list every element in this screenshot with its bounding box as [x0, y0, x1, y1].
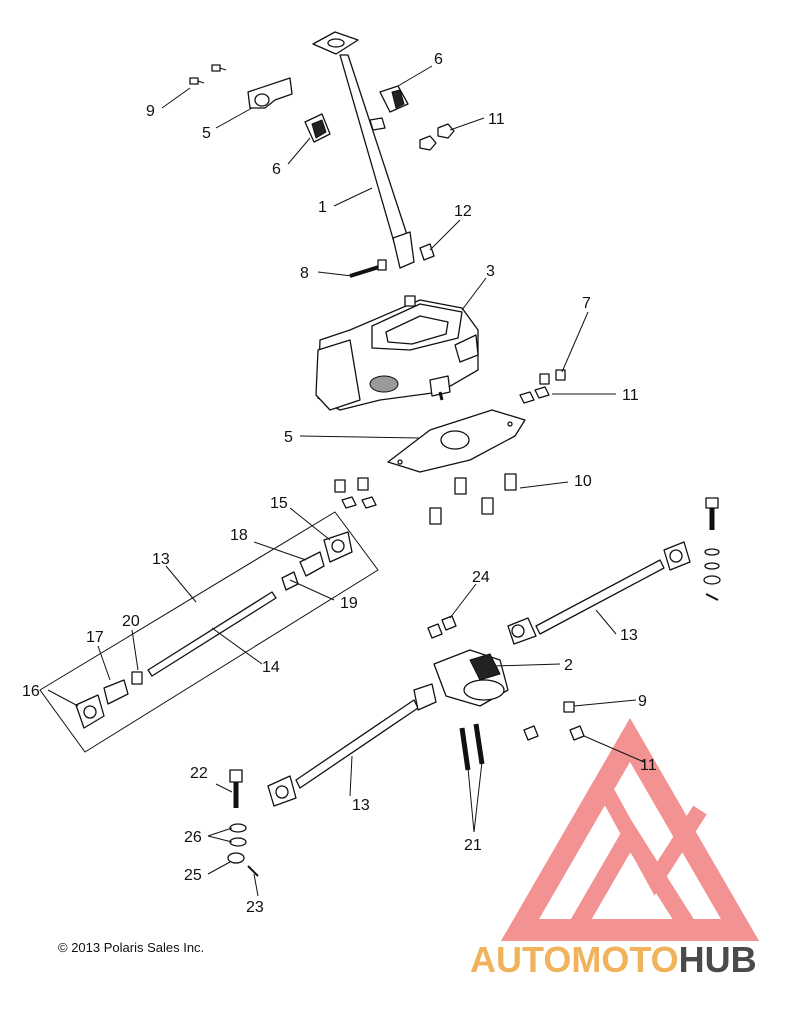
nut-top [419, 123, 455, 151]
callout-5: 5 [284, 429, 293, 446]
copyright-text: © 2013 Polaris Sales Inc. [58, 940, 204, 955]
callout-2: 2 [564, 657, 573, 674]
callout-22: 22 [190, 765, 208, 782]
clamp [247, 77, 293, 109]
callout-4: 5 [202, 125, 211, 142]
callout-24: 24 [472, 569, 490, 586]
callout-9-right: 9 [638, 693, 647, 710]
callout-16: 16 [22, 683, 40, 700]
bushing-upper [379, 85, 409, 113]
callout-23: 23 [246, 899, 264, 916]
brand-part2: HUB [679, 939, 757, 980]
bolts-10 [334, 473, 517, 525]
tie-rod-right [507, 541, 691, 645]
clip [419, 243, 435, 261]
mounting-plate [387, 409, 526, 473]
callout-19: 19 [340, 595, 358, 612]
callout-25: 25 [184, 867, 202, 884]
callout-3: 3 [486, 263, 495, 280]
callout-13-left: 13 [352, 797, 370, 814]
tie-rod-left [267, 683, 437, 807]
bushing-lower [304, 113, 331, 143]
kit-rod [147, 591, 277, 677]
callout-20: 20 [122, 613, 140, 630]
bolt-nut-right [523, 701, 585, 741]
callout-15: 15 [270, 495, 288, 512]
callout-7: 7 [582, 295, 591, 312]
bolt-8 [349, 259, 387, 278]
brand-part1: AUTOMOTO [470, 939, 679, 980]
kit-rod-end-right [281, 531, 353, 591]
callout-10: 10 [574, 473, 592, 490]
callout-9-top: 9 [146, 103, 155, 120]
kit-rod-end-left [75, 671, 143, 729]
callout-11-top: 11 [488, 111, 505, 128]
callout-1: 1 [318, 199, 327, 216]
bolt-top [189, 64, 227, 85]
nut-24 [427, 615, 457, 639]
callout-labels: 9 5 6 6 11 1 12 8 3 7 11 5 10 15 18 13 1… [22, 51, 657, 916]
kit-outline-box [39, 511, 379, 753]
callout-26: 26 [184, 829, 202, 846]
callout-12: 12 [454, 203, 472, 220]
bolt-stack-right [703, 497, 721, 601]
callout-18: 18 [230, 527, 248, 544]
callout-11-bottom: 11 [640, 757, 657, 774]
brand-wordmark: AUTOMOTOHUB [470, 939, 757, 980]
bolt-stack-left [227, 769, 259, 877]
callout-8: 8 [300, 265, 309, 282]
callout-21: 21 [464, 837, 482, 854]
callout-13-kit: 13 [152, 551, 170, 568]
callout-14: 14 [262, 659, 280, 676]
callout-11-mid: 11 [622, 387, 639, 404]
callout-6-top: 6 [434, 51, 443, 68]
bolts-7 [519, 369, 566, 404]
steering-shaft [312, 31, 415, 269]
leader-lines [47, 65, 645, 897]
callout-6-lower: 6 [272, 161, 281, 178]
callout-13-right: 13 [620, 627, 638, 644]
steering-gearbox [315, 295, 479, 411]
pitman-arm [433, 649, 509, 707]
watermark-logo [500, 718, 760, 941]
callout-17: 17 [86, 629, 104, 646]
bolts-21 [459, 723, 485, 771]
